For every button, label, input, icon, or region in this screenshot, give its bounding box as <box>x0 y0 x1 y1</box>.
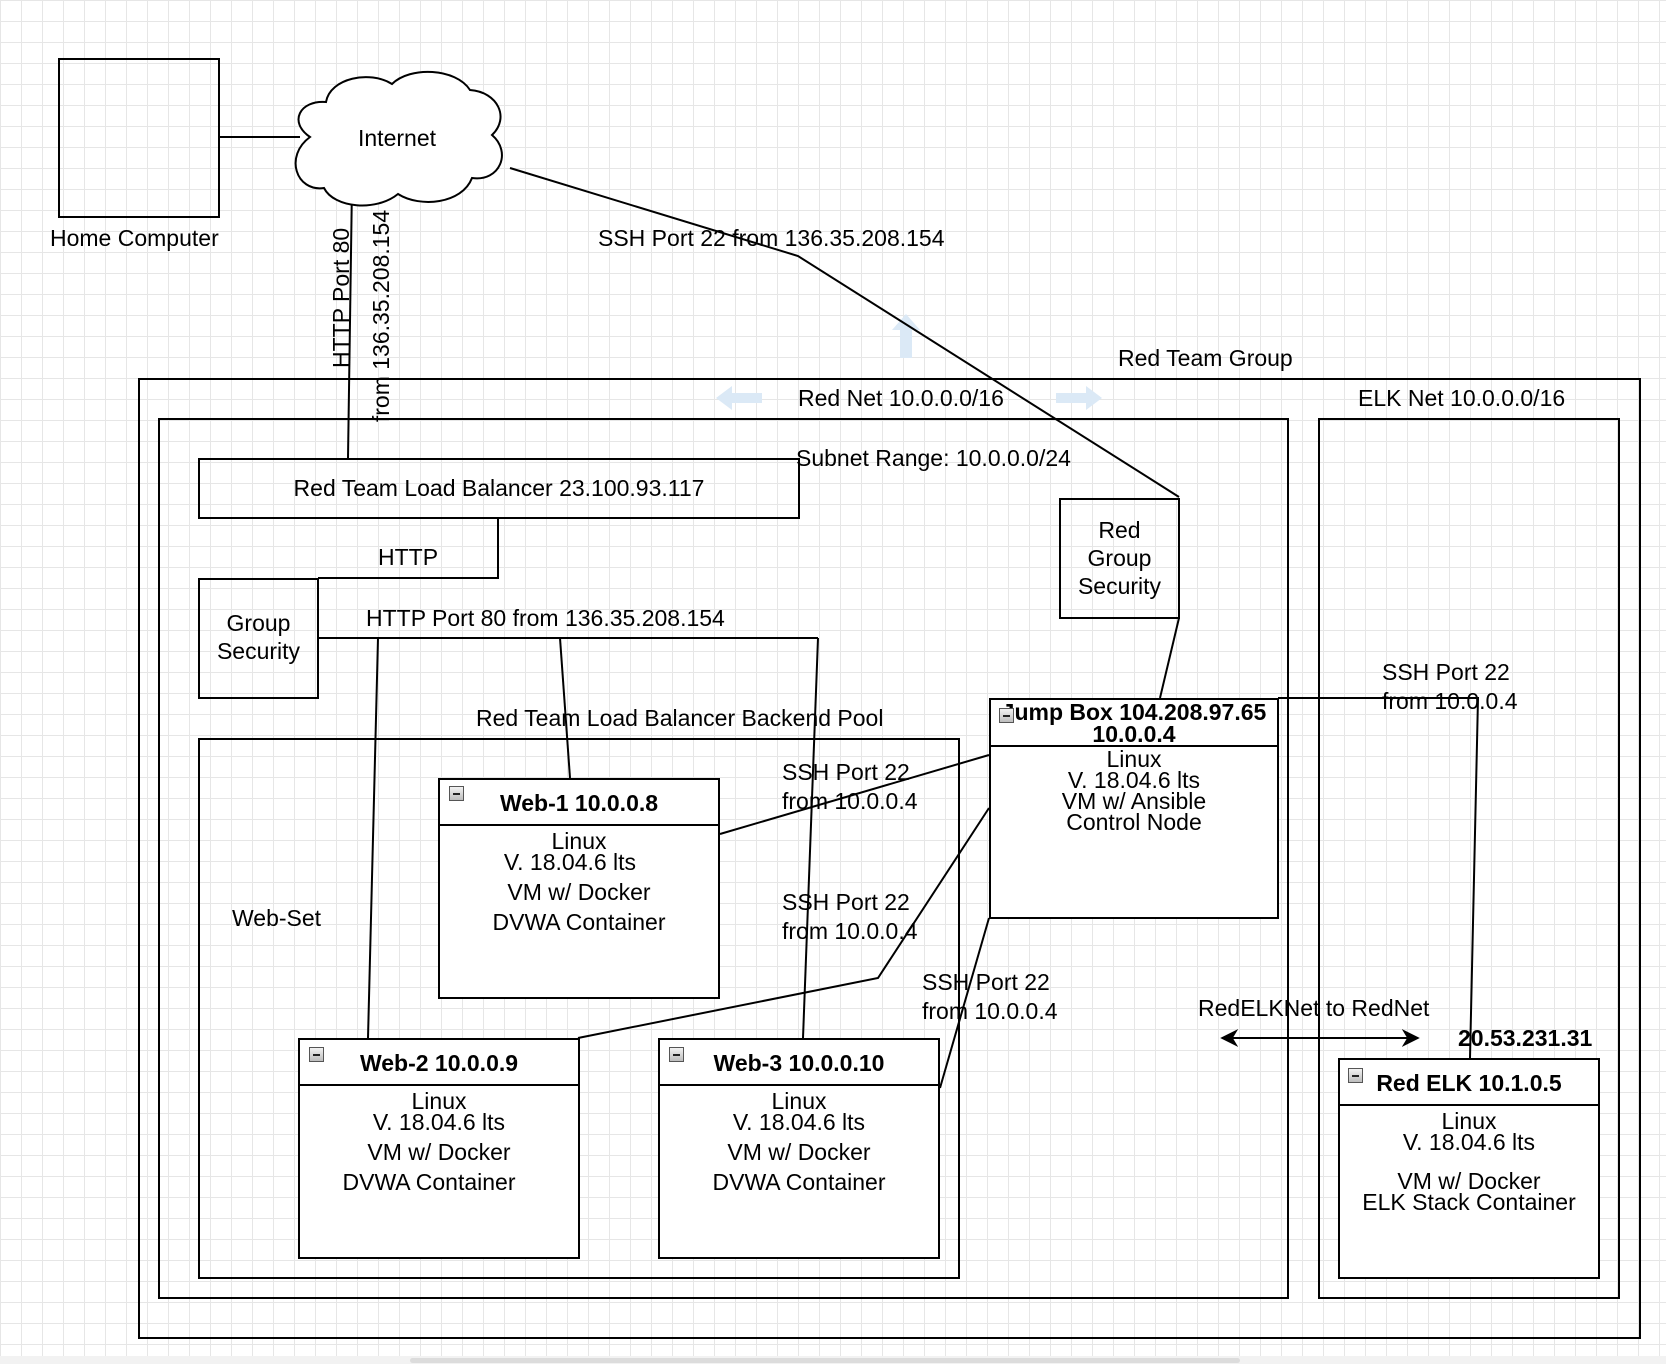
red-elk-public-ip: 20.53.231.31 <box>1458 1025 1593 1051</box>
web1-vm[interactable]: Web-1 10.0.0.8 Linux V. 18.04.6 lts VM w… <box>438 778 720 999</box>
jumpbox-role: Control Node <box>1066 809 1202 835</box>
ssh-elk-line2: from 10.0.0.4 <box>1382 688 1518 714</box>
web2-vm-type: VM w/ Docker <box>367 1139 511 1165</box>
jumpbox-vm[interactable]: Jump Box 104.208.97.65 10.0.0.4 Linux V.… <box>989 698 1279 919</box>
edge-label-http: HTTP <box>378 544 439 570</box>
web3-os: Linux <box>771 1088 827 1114</box>
edge-label-redelknet-rednet: RedELKNet to RedNet <box>1198 995 1430 1021</box>
edge-jumpbox-web1 <box>719 754 990 835</box>
ssh-elk-line1: SSH Port 22 <box>1382 659 1510 685</box>
web2-title: Web-2 10.0.0.9 <box>359 1050 519 1076</box>
scrollbar-thumb[interactable] <box>410 1358 1240 1363</box>
ssh-web1-line1: SSH Port 22 <box>782 759 910 785</box>
web1-vm-type: VM w/ Docker <box>507 879 651 905</box>
internet-cloud-icon <box>294 71 503 207</box>
edge-hub-web1 <box>559 637 571 779</box>
handle-right-icon <box>1056 386 1102 410</box>
jumpbox-title: Jump Box 104.208.97.65 <box>1001 699 1267 725</box>
edge-hub-web3 <box>802 637 819 1039</box>
red-elk-title: Red ELK 10.1.0.5 <box>1376 1070 1562 1096</box>
red-elk-container: ELK Stack Container <box>1362 1189 1576 1215</box>
web3-version: V. 18.04.6 lts <box>732 1109 866 1135</box>
load-balancer-label: Red Team Load Balancer 23.100.93.117 <box>293 475 705 501</box>
group-security-box[interactable]: Group Security <box>198 578 319 699</box>
backend-pool-container[interactable] <box>198 738 960 1279</box>
handle-left-icon <box>716 386 762 410</box>
edge-label-http-port-80: HTTP Port 80 <box>328 227 354 368</box>
edge-internet-loadbalancer <box>347 184 353 459</box>
edge-hub-web2 <box>367 637 379 1039</box>
web3-title: Web-3 10.0.0.10 <box>713 1050 885 1076</box>
web2-collapse-icon[interactable] <box>309 1047 324 1062</box>
web1-os: Linux <box>551 828 607 854</box>
home-computer-box[interactable] <box>58 58 220 218</box>
red-net-label: Red Net 10.0.0.0/16 <box>798 385 1004 411</box>
red-elk-vm-type: VM w/ Docker <box>1397 1168 1541 1194</box>
edge-label-ssh-web2: SSH Port 22 from 10.0.0.4 <box>782 888 918 946</box>
red-elk-vm[interactable]: Red ELK 10.1.0.5 Linux V. 18.04.6 lts VM… <box>1338 1058 1600 1279</box>
edge-label-ssh-from-ip: SSH Port 22 from 136.35.208.154 <box>598 225 945 251</box>
web2-os: Linux <box>411 1088 467 1114</box>
selection-handles <box>716 314 1102 410</box>
red-team-group-container[interactable] <box>138 378 1641 1339</box>
web1-version: V. 18.04.6 lts <box>503 849 637 875</box>
web2-vm[interactable]: Web-2 10.0.0.9 Linux V. 18.04.6 lts VM w… <box>298 1038 580 1259</box>
edge-loadbalancer-groupsecurity <box>318 518 499 579</box>
edge-label-ssh-elk: SSH Port 22 from 10.0.0.4 <box>1382 658 1518 716</box>
red-elk-os: Linux <box>1441 1108 1497 1134</box>
internet-label: Internet <box>358 125 436 151</box>
edge-label-http-port80-from-ip: HTTP Port 80 from 136.35.208.154 <box>366 605 725 631</box>
elk-net-container[interactable] <box>1318 418 1620 1299</box>
load-balancer-box[interactable]: Red Team Load Balancer 23.100.93.117 <box>198 458 800 519</box>
web3-container: DVWA Container <box>712 1169 886 1195</box>
web2-container: DVWA Container <box>342 1169 516 1195</box>
red-group-security-label: Red Group Security <box>1077 517 1162 599</box>
web3-vm-type: VM w/ Docker <box>727 1139 871 1165</box>
red-team-group-label: Red Team Group <box>1118 345 1293 371</box>
elk-net-label: ELK Net 10.0.0.0/16 <box>1358 385 1566 411</box>
edge-label-ssh-web1: SSH Port 22 from 10.0.0.4 <box>782 758 918 816</box>
ssh-web2-line2: from 10.0.0.4 <box>782 918 918 944</box>
ssh-web3-line1: SSH Port 22 <box>922 969 1050 995</box>
group-security-label: Group Security <box>216 610 301 664</box>
web1-collapse-icon[interactable] <box>449 786 464 801</box>
jumpbox-vm-type: VM w/ Ansible <box>1061 788 1207 814</box>
ssh-web1-line2: from 10.0.0.4 <box>782 788 918 814</box>
red-net-container[interactable] <box>158 418 1289 1299</box>
ssh-web3-line2: from 10.0.0.4 <box>922 998 1058 1024</box>
ssh-web2-line1: SSH Port 22 <box>782 889 910 915</box>
backend-pool-label: Red Team Load Balancer Backend Pool <box>476 705 884 731</box>
web1-container: DVWA Container <box>492 909 666 935</box>
edge-label-from-ip-vertical: from 136.35.208.154 <box>368 209 394 423</box>
red-group-security-box[interactable]: Red Group Security <box>1059 498 1180 619</box>
red-elk-version: V. 18.04.6 lts <box>1402 1129 1536 1155</box>
jumpbox-os: Linux <box>1106 746 1162 772</box>
web-set-label: Web-Set <box>232 905 322 931</box>
web1-title: Web-1 10.0.0.8 <box>499 790 659 816</box>
jumpbox-version: V. 18.04.6 lts <box>1067 767 1201 793</box>
handle-up-icon <box>892 314 920 358</box>
jumpbox-private-ip: 10.0.0.4 <box>1092 721 1176 747</box>
red-elk-collapse-icon[interactable] <box>1348 1068 1363 1083</box>
edge-label-ssh-web3: SSH Port 22 from 10.0.0.4 <box>922 968 1058 1026</box>
jumpbox-collapse-icon[interactable] <box>999 708 1014 723</box>
edge-redgroupsecurity-jumpbox <box>1159 617 1180 699</box>
web3-collapse-icon[interactable] <box>669 1047 684 1062</box>
edge-jumpbox-web2 <box>577 807 990 1039</box>
home-computer-label: Home Computer <box>50 225 219 251</box>
subnet-range-label: Subnet Range: 10.0.0.0/24 <box>796 445 1071 471</box>
web2-version: V. 18.04.6 lts <box>372 1109 506 1135</box>
edge-jumpbox-web3 <box>939 917 990 1089</box>
web3-vm[interactable]: Web-3 10.0.0.10 Linux V. 18.04.6 lts VM … <box>658 1038 940 1259</box>
edge-internet-redgroupsecurity <box>509 167 1180 498</box>
edge-jumpbox-redelk <box>1278 697 1480 1059</box>
horizontal-scrollbar[interactable] <box>0 1356 1666 1364</box>
